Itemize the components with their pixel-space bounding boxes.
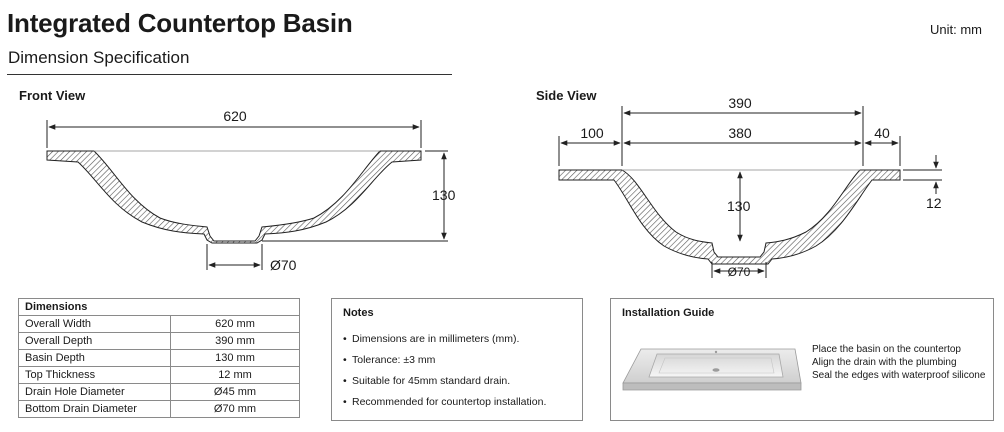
side-view-label: Side View xyxy=(536,88,597,103)
notes-list: • Dimensions are in millimeters (mm). • To… xyxy=(343,329,546,413)
unit-label: Unit: mm xyxy=(930,22,982,37)
list-item: Place the basin on the countertop xyxy=(812,344,961,355)
side-drain-label: Ø70 xyxy=(728,265,751,279)
side-right-offset-label: 40 xyxy=(874,125,890,141)
technical-drawing: 620 130 Ø70 390 380 100 40 xyxy=(46,95,942,279)
bullet-icon: • xyxy=(343,375,347,387)
front-depth-label: 130 xyxy=(432,187,456,203)
list-item: • Tolerance: ±3 mm xyxy=(343,350,546,371)
table-row: Bottom Drain Diameter Ø70 mm xyxy=(18,400,300,418)
dimensions-table-title: Dimensions xyxy=(18,298,300,316)
bullet-icon: • xyxy=(343,396,347,408)
side-overall-label: 390 xyxy=(728,95,752,111)
row-value: 390 mm xyxy=(170,332,300,350)
side-inner-label: 380 xyxy=(728,125,752,141)
note-text: Dimensions are in millimeters (mm). xyxy=(352,333,520,345)
row-value: 130 mm xyxy=(170,349,300,367)
row-name: Drain Hole Diameter xyxy=(18,383,171,401)
front-drain-label: Ø70 xyxy=(270,257,297,273)
front-width-label: 620 xyxy=(223,108,247,124)
table-row: Overall Width 620 mm xyxy=(18,315,300,333)
front-basin-wall xyxy=(46,150,422,244)
row-name: Overall Depth xyxy=(18,332,171,350)
row-name: Bottom Drain Diameter xyxy=(18,400,171,418)
side-basin-wall xyxy=(558,169,901,265)
bullet-icon: • xyxy=(343,354,347,366)
installation-panel: Installation Guide Place the basin on th… xyxy=(610,298,994,421)
list-item: Seal the edges with waterproof silicone xyxy=(812,370,986,381)
table-header-row: Dimensions xyxy=(18,298,300,316)
table-row: Top Thickness 12 mm xyxy=(18,366,300,384)
front-view-section: 620 130 Ø70 xyxy=(46,108,456,273)
row-value: Ø45 mm xyxy=(170,383,300,401)
note-text: Tolerance: ±3 mm xyxy=(352,354,436,366)
list-item: • Recommended for countertop installation… xyxy=(343,392,546,413)
row-name: Overall Width xyxy=(18,315,171,333)
front-view-label: Front View xyxy=(19,88,86,103)
table-row: Drain Hole Diameter Ø45 mm xyxy=(18,383,300,401)
row-name: Basin Depth xyxy=(18,349,171,367)
notes-panel: Notes • Dimensions are in millimeters (mm… xyxy=(331,298,583,421)
page-title: Integrated Countertop Basin xyxy=(7,8,353,38)
list-item: Align the drain with the plumbing xyxy=(812,357,957,368)
side-view-section: 390 380 100 40 12 130 Ø70 xyxy=(558,95,942,279)
list-item: • Suitable for 45mm standard drain. xyxy=(343,371,546,392)
page-subtitle: Dimension Specification xyxy=(8,48,190,67)
basin-illustration xyxy=(622,348,802,391)
dimensions-table-panel: Dimensions Overall Width 620 mm Overall … xyxy=(18,298,300,419)
installation-title: Installation Guide xyxy=(622,307,715,319)
side-left-offset-label: 100 xyxy=(580,125,604,141)
table-row: Overall Depth 390 mm xyxy=(18,332,300,350)
list-item: • Dimensions are in millimeters (mm). xyxy=(343,329,546,350)
row-value: Ø70 mm xyxy=(170,400,300,418)
bullet-icon: • xyxy=(343,333,347,345)
note-text: Recommended for countertop installation. xyxy=(352,396,547,408)
installation-steps: Place the basin on the countertop Align … xyxy=(812,343,988,382)
dimensions-table: Dimensions Overall Width 620 mm Overall … xyxy=(18,298,300,418)
table-row: Basin Depth 130 mm xyxy=(18,349,300,367)
row-value: 620 mm xyxy=(170,315,300,333)
notes-title: Notes xyxy=(343,307,374,319)
title-divider xyxy=(7,74,452,75)
row-value: 12 mm xyxy=(170,366,300,384)
side-thickness-label: 12 xyxy=(926,195,942,211)
note-text: Suitable for 45mm standard drain. xyxy=(352,375,511,387)
side-depth-label: 130 xyxy=(727,198,751,214)
row-name: Top Thickness xyxy=(18,366,171,384)
